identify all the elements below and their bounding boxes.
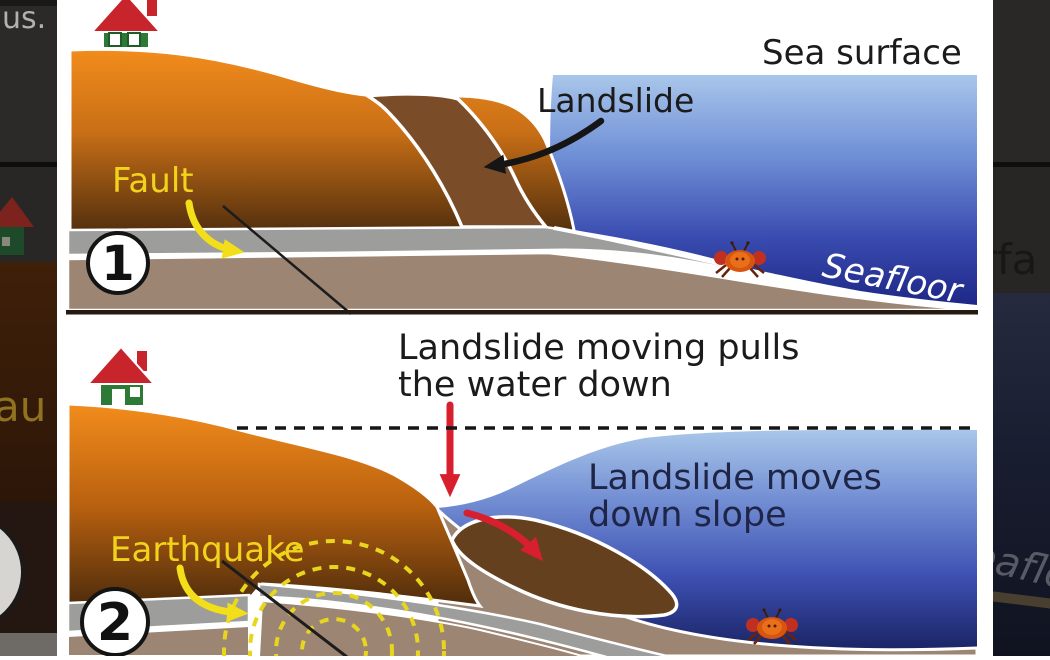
landslide-mass-panel2 <box>450 515 679 619</box>
house-icon-panel2 <box>85 345 157 407</box>
dim-gray-layer <box>0 633 57 656</box>
backdrop-right-top-panel <box>993 0 1050 162</box>
landslide-mass-panel1 <box>363 92 550 229</box>
panel-divider <box>66 310 978 315</box>
step-number-2: 2 <box>97 593 133 653</box>
backdrop-left-divider <box>0 162 57 167</box>
fault-line-panel2 <box>221 559 348 659</box>
backdrop-left-lower-panel: au <box>0 167 57 656</box>
landslide-label: Landslide <box>537 81 694 120</box>
fault-label: Fault <box>112 161 194 201</box>
lightbox-backdrop-right[interactable]: urfa eaflo <box>993 0 1050 656</box>
step-number-1: 1 <box>101 236 134 292</box>
backdrop-right-divider <box>993 162 1050 167</box>
dim-hillside <box>0 262 57 502</box>
taupe-layer-right-panel2 <box>257 599 586 658</box>
diagram-svg: Sea surface Landslide Fault Seafloor 1 <box>57 0 993 660</box>
backdrop-left-topbar <box>0 0 57 6</box>
backdrop-right-sea-panel: eaflo <box>993 293 1050 656</box>
seafloor-line-panel1 <box>553 226 978 309</box>
tsunami-diagram-image[interactable]: Sea surface Landslide Fault Seafloor 1 <box>57 0 993 660</box>
panel-1: Sea surface Landslide Fault Seafloor 1 <box>66 0 978 315</box>
slide-direction-arrow <box>463 509 543 562</box>
coastal-hill-panel2 <box>66 402 484 608</box>
caption-line2: the water down <box>398 365 672 405</box>
dim-sea-surface-fragment: urfa <box>993 235 1038 284</box>
moves-line1: Landslide moves <box>588 458 882 498</box>
lightbox-backdrop-left[interactable]: us. au <box>0 0 57 656</box>
sea-surface-label: Sea surface <box>762 33 962 73</box>
landslide-arrow <box>483 117 605 174</box>
dim-house-icon <box>0 197 34 255</box>
backdrop-left-top-panel <box>0 0 57 162</box>
moves-line2: down slope <box>588 495 787 535</box>
backdrop-sentence-fragment: us. <box>2 1 47 36</box>
step-badge-2 <box>80 587 150 657</box>
earthquake-arrow <box>176 564 249 623</box>
step-badge-1 <box>86 231 150 295</box>
seismic-waves <box>222 539 446 660</box>
dim-fault-fragment: au <box>0 382 47 431</box>
panel-2: Landslide moving pulls the water down La… <box>66 328 979 660</box>
house-icon-panel1 <box>89 0 163 49</box>
fault-line-panel1 <box>222 205 352 315</box>
caption-line1: Landslide moving pulls <box>398 328 799 368</box>
backdrop-right-mid-panel: urfa <box>993 167 1050 293</box>
dim-seafloor-fragment: eaflo <box>993 532 1050 600</box>
fault-arrow <box>185 199 245 259</box>
earthquake-label: Earthquake <box>110 530 305 570</box>
